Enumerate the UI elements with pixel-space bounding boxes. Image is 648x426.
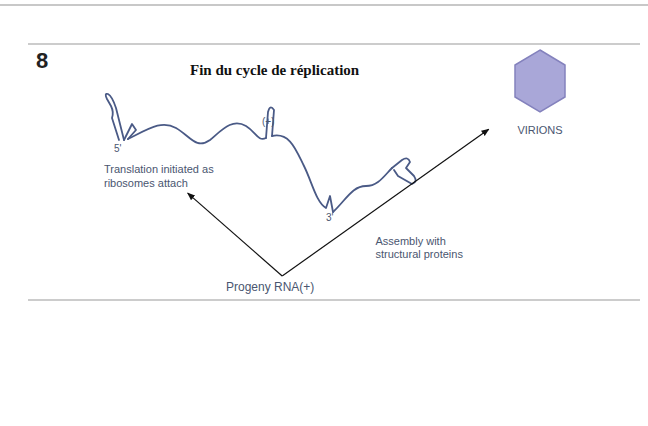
translation-note: Translation initiated as ribosomes attac… bbox=[104, 163, 234, 191]
node-text: VIRIONS bbox=[492, 124, 588, 138]
hexagon-shape bbox=[513, 48, 567, 114]
title: Fin du cycle de réplication bbox=[190, 62, 359, 79]
end-label: 3' bbox=[326, 212, 333, 223]
arrow-connector bbox=[188, 193, 282, 276]
rna-strand bbox=[106, 94, 416, 212]
strand-sign: (+) bbox=[262, 116, 275, 127]
edge-label: Assembly with structural proteins bbox=[375, 235, 475, 263]
arrow-connector bbox=[282, 129, 489, 276]
progeny-rna: Progeny RNA(+) bbox=[226, 280, 314, 295]
node-text: Translation initiated as ribosomes attac… bbox=[104, 163, 234, 191]
frame-top bbox=[28, 43, 640, 44]
step-number: 8 bbox=[36, 48, 48, 74]
virion-shape bbox=[515, 50, 565, 112]
end-label: 5' bbox=[114, 143, 121, 154]
node-text: Progeny RNA(+) bbox=[226, 280, 314, 295]
page-rule bbox=[0, 4, 648, 6]
frame-bottom bbox=[28, 299, 640, 300]
virion-hexagon: VIRIONS bbox=[492, 48, 588, 138]
